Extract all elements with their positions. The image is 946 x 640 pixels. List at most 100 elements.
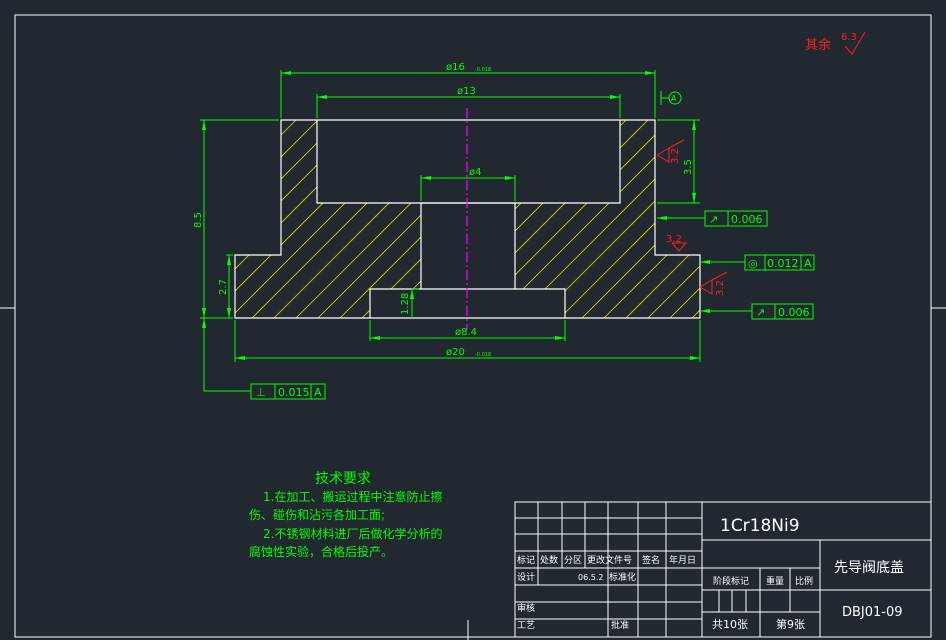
fcf-coaxial-symbol: ◎ bbox=[748, 257, 758, 270]
hatch-line bbox=[235, 120, 451, 318]
hatch-line bbox=[687, 120, 700, 318]
tb-h-count: 处数 bbox=[540, 554, 558, 566]
roughness-general-value: 6.3 bbox=[841, 32, 857, 43]
fcf-perpendicular: ⊥ 0.015 A bbox=[250, 383, 326, 400]
roughness-flange-top: 3.2 bbox=[666, 234, 682, 245]
dim-h-flange: 2.7 bbox=[218, 279, 229, 295]
notes-line-2: 伤、碰伤和沾污各加工面; bbox=[249, 507, 385, 522]
hatch-line bbox=[235, 120, 561, 318]
hatch-line bbox=[423, 120, 700, 318]
fcf-perpendicular-value: 0.015 bbox=[278, 386, 310, 399]
notes-line-4: 腐蚀性实验，合格后投产。 bbox=[249, 544, 393, 559]
dim-d-flange: ø20 bbox=[446, 347, 465, 358]
hatch-line bbox=[401, 120, 700, 318]
tb-material: 1Cr18Ni9 bbox=[720, 516, 800, 536]
title-block-grid bbox=[515, 502, 702, 637]
dim-d-bore: ø4 bbox=[469, 167, 481, 178]
fcf-runout-1-symbol: ↗ bbox=[709, 213, 718, 226]
fcf-coaxial-datum: A bbox=[804, 257, 812, 270]
tb-h-approve: 批准 bbox=[611, 619, 629, 631]
hatch-line bbox=[643, 120, 700, 318]
tb-h-mark: 标记 bbox=[517, 554, 535, 566]
hatch-line bbox=[235, 120, 473, 318]
tb-h-zone: 分区 bbox=[564, 555, 582, 566]
hatch-line bbox=[235, 120, 275, 318]
notes-line-3: 2.不锈钢材料进厂后做化学分析的 bbox=[263, 526, 442, 541]
hatch-line bbox=[577, 120, 700, 318]
dim-h-total: 8.5 bbox=[193, 212, 204, 228]
hatch-line bbox=[599, 120, 700, 318]
fcf-runout-2-value: 0.006 bbox=[778, 306, 810, 319]
sheet-border bbox=[0, 14, 946, 640]
tb-h-scale: 比例 bbox=[795, 575, 813, 587]
dim-d-top-outer-tol: -0.018 bbox=[475, 67, 491, 73]
fcf-runout-2-symbol: ↗ bbox=[756, 306, 765, 319]
fcf-coaxial-value: 0.012 bbox=[767, 257, 799, 270]
fcf-perpendicular-symbol: ⊥ bbox=[256, 386, 266, 399]
dim-d-top-outer: ø16 bbox=[446, 62, 465, 73]
fcf-runout-2: ↗ 0.006 bbox=[751, 303, 814, 320]
dim-h-counterbore: 1.28 bbox=[400, 293, 411, 315]
hatch-line bbox=[235, 120, 297, 318]
title-block bbox=[514, 501, 932, 638]
arrowheads bbox=[202, 71, 710, 360]
fcf-runout-1-value: 0.006 bbox=[731, 213, 763, 226]
roughness-symbols bbox=[656, 31, 866, 295]
fcf-perpendicular-datum: A bbox=[314, 386, 322, 399]
tb-h-process: 工艺 bbox=[517, 620, 535, 631]
hatch-line bbox=[235, 120, 341, 318]
tb-part-name: 先导阀底盖 bbox=[834, 560, 904, 576]
tb-sheets-total: 共10张 bbox=[712, 618, 748, 631]
fcf-runout-1: ↗ 0.006 bbox=[704, 210, 768, 227]
hatch-line bbox=[467, 120, 700, 318]
section-hatching bbox=[235, 120, 700, 318]
hatch-line bbox=[235, 120, 539, 318]
tb-drawing-no: DBJ01-09 bbox=[842, 605, 903, 620]
tb-design-date: 06.5.2 bbox=[578, 573, 603, 582]
hatch-line bbox=[247, 120, 649, 318]
hatch-line bbox=[445, 120, 700, 318]
hatch-line bbox=[235, 120, 319, 318]
hatch-line bbox=[555, 120, 700, 318]
roughness-top-face: 3.2 bbox=[670, 148, 681, 164]
hatch-line bbox=[489, 120, 700, 318]
hatch-line bbox=[511, 120, 700, 318]
tb-sheet-no: 第9张 bbox=[776, 617, 805, 631]
dim-d-flange-tol: -0.018 bbox=[475, 352, 491, 358]
fcf-coaxial: ◎ 0.012 A bbox=[744, 254, 815, 271]
hatch-line bbox=[665, 120, 700, 318]
hatch-line bbox=[313, 120, 700, 318]
notes-line-1: 1.在加工、搬运过程中注意防止擦 bbox=[263, 489, 442, 504]
hatch-line bbox=[269, 120, 671, 318]
tb-h-date: 年月日 bbox=[669, 554, 696, 566]
dimension-lines bbox=[200, 70, 752, 392]
hatch-line bbox=[235, 120, 407, 318]
roughness-flange-side: 3.2 bbox=[715, 280, 726, 296]
datum-a-circle bbox=[668, 91, 682, 105]
dim-d-counterbore: ø8.4 bbox=[455, 327, 477, 338]
notes-title: 技术要求 bbox=[315, 471, 371, 487]
tb-h-review: 审核 bbox=[517, 602, 535, 614]
hatch-line bbox=[621, 120, 700, 318]
hatch-line bbox=[235, 120, 605, 318]
roughness-general-label: 其余 bbox=[805, 37, 831, 53]
dim-h-top: 3.5 bbox=[683, 159, 694, 175]
datum-a-label: A bbox=[671, 94, 677, 103]
hatch-line bbox=[235, 120, 385, 318]
hatch-line bbox=[235, 120, 253, 318]
tb-h-weight: 重量 bbox=[766, 575, 784, 587]
hatch-line bbox=[533, 120, 700, 318]
hatch-line bbox=[235, 120, 429, 318]
tb-h-stage: 阶段标记 bbox=[713, 575, 749, 587]
tb-h-standard: 标准化 bbox=[609, 571, 636, 583]
part-outline bbox=[234, 119, 701, 319]
hatch-line bbox=[335, 120, 700, 318]
hatch-line bbox=[291, 120, 693, 318]
hatch-line bbox=[235, 120, 627, 318]
hatch-line bbox=[235, 120, 583, 318]
hatch-line bbox=[379, 120, 700, 318]
hatch-line bbox=[235, 120, 517, 318]
hatch-line bbox=[357, 120, 700, 318]
tb-h-design: 设计 bbox=[517, 571, 535, 583]
